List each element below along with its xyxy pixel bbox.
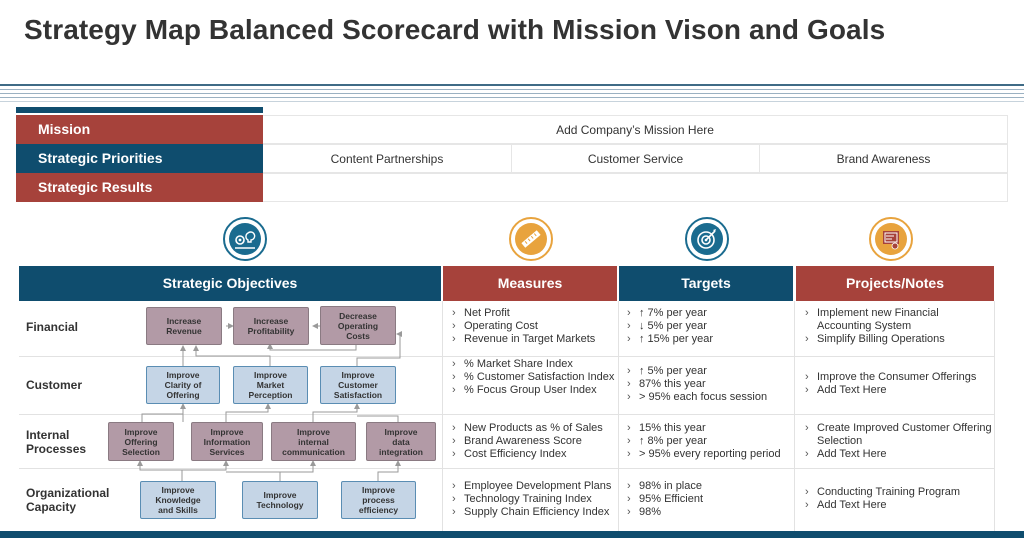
- priorities-label: Strategic Priorities: [16, 144, 263, 173]
- row-label-financial: Financial: [26, 320, 79, 334]
- targets-organizational: 98% in place 95% Efficient 98%: [625, 480, 793, 519]
- list-item: % Focus Group User Index: [450, 384, 615, 397]
- priority-item: Brand Awareness: [760, 144, 1008, 173]
- row-divider: [19, 356, 994, 357]
- measures-financial: Net Profit Operating Cost Revenue in Tar…: [450, 307, 615, 346]
- row-divider: [19, 414, 994, 415]
- mission-text: Add Company’s Mission Here: [263, 115, 1008, 144]
- results-row: Strategic Results: [16, 173, 1008, 202]
- list-item: Conducting Training Program: [803, 486, 993, 499]
- divider-line: [0, 93, 1024, 94]
- row-label-organizational-capacity: Organizational Capacity: [26, 486, 110, 514]
- row-label-internal-processes: Internal Processes: [26, 428, 87, 456]
- list-item: Improve the Consumer Offerings: [803, 371, 993, 384]
- header-targets: Targets: [619, 266, 793, 301]
- page-title: Strategy Map Balanced Scorecard with Mis…: [24, 14, 886, 45]
- list-item: ↑ 8% per year: [625, 435, 793, 448]
- targets-financial: ↑ 7% per year ↓ 5% per year ↑ 15% per ye…: [625, 307, 793, 346]
- list-item: > 95% each focus session: [625, 391, 793, 404]
- list-item: 98%: [625, 506, 793, 519]
- divider-line: [0, 101, 1024, 102]
- list-item: ↑ 5% per year: [625, 365, 793, 378]
- list-item: % Customer Satisfaction Index: [450, 371, 615, 384]
- column-divider: [794, 301, 795, 531]
- measures-organizational: Employee Development Plans Technology Tr…: [450, 480, 618, 519]
- header-strategic-objectives: Strategic Objectives: [19, 266, 441, 301]
- priorities-row: Strategic Priorities Content Partnership…: [16, 144, 1008, 173]
- projects-internal: Create Improved Customer Offering Select…: [803, 422, 993, 461]
- list-item: 87% this year: [625, 378, 793, 391]
- projects-customer: Improve the Consumer Offerings Add Text …: [803, 371, 993, 397]
- column-divider: [618, 301, 619, 531]
- list-item: New Products as % of Sales: [450, 422, 615, 435]
- list-item: > 95% every reporting period: [625, 448, 793, 461]
- list-item: ↑ 15% per year: [625, 333, 793, 346]
- list-item: Implement new Financial Accounting Syste…: [803, 307, 993, 333]
- list-item: Simplify Billing Operations: [803, 333, 993, 346]
- list-item: Brand Awareness Score: [450, 435, 615, 448]
- list-item: Add Text Here: [803, 448, 993, 461]
- list-item: 15% this year: [625, 422, 793, 435]
- list-item: Revenue in Target Markets: [450, 333, 615, 346]
- list-item: Net Profit: [450, 307, 615, 320]
- ruler-icon: [509, 217, 553, 261]
- divider-line: [0, 97, 1024, 98]
- mission-label: Mission: [16, 115, 263, 144]
- list-item: Add Text Here: [803, 499, 993, 512]
- results-label: Strategic Results: [16, 173, 263, 202]
- divider-line: [0, 89, 1024, 90]
- list-item: Operating Cost: [450, 320, 615, 333]
- targets-customer: ↑ 5% per year 87% this year > 95% each f…: [625, 365, 793, 404]
- measures-customer: % Market Share Index % Customer Satisfac…: [450, 358, 615, 397]
- header-projects-notes: Projects/Notes: [796, 266, 994, 301]
- projects-organizational: Conducting Training Program Add Text Her…: [803, 486, 993, 512]
- list-item: Add Text Here: [803, 384, 993, 397]
- list-item: Create Improved Customer Offering Select…: [803, 422, 993, 448]
- projects-financial: Implement new Financial Accounting Syste…: [803, 307, 993, 346]
- row-label-customer: Customer: [26, 378, 83, 392]
- list-item: Employee Development Plans: [450, 480, 618, 493]
- list-item: ↓ 5% per year: [625, 320, 793, 333]
- target-icon: [685, 217, 729, 261]
- priority-item: Content Partnerships: [263, 144, 512, 173]
- row-divider: [19, 468, 994, 469]
- list-item: % Market Share Index: [450, 358, 615, 371]
- measures-internal: New Products as % of Sales Brand Awarene…: [450, 422, 615, 461]
- certificate-icon: [869, 217, 913, 261]
- list-item: ↑ 7% per year: [625, 307, 793, 320]
- results-text: [263, 173, 1008, 202]
- divider-line: [0, 84, 1024, 86]
- accent-bar: [16, 107, 263, 113]
- targets-internal: 15% this year ↑ 8% per year > 95% every …: [625, 422, 793, 461]
- header-measures: Measures: [443, 266, 617, 301]
- list-item: 95% Efficient: [625, 493, 793, 506]
- list-item: Technology Training Index: [450, 493, 618, 506]
- priority-item: Customer Service: [512, 144, 760, 173]
- column-divider: [442, 301, 443, 531]
- column-divider: [994, 301, 995, 531]
- list-item: Supply Chain Efficiency Index: [450, 506, 618, 519]
- footer-bar: [0, 531, 1024, 538]
- list-item: Cost Efficiency Index: [450, 448, 615, 461]
- list-item: 98% in place: [625, 480, 793, 493]
- mission-row: Mission Add Company’s Mission Here: [16, 115, 1008, 144]
- gears-bulb-icon: [223, 217, 267, 261]
